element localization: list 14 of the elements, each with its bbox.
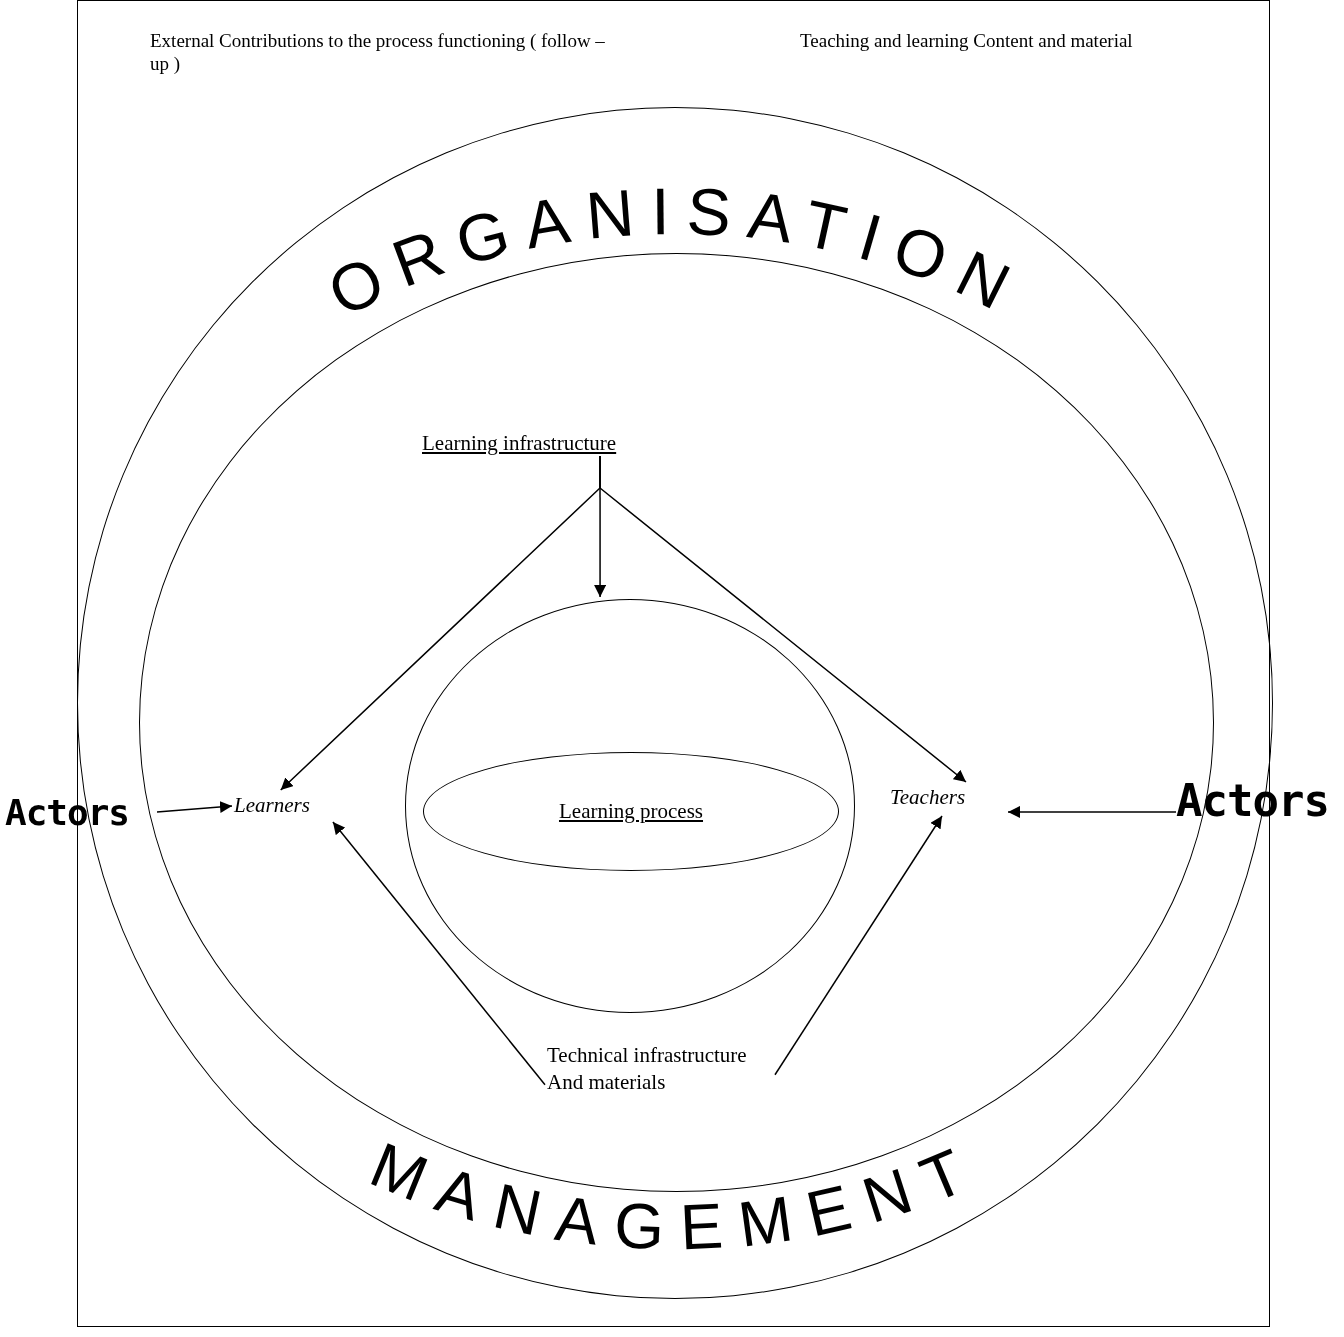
arrow — [332, 821, 546, 1086]
arrow — [774, 815, 943, 1076]
infrastructure-label: Learning infrastructure — [422, 430, 657, 458]
note-text: Teaching and learning Content and material — [800, 30, 1134, 53]
ring-label: MANAGEMENT — [360, 1128, 992, 1264]
process-ellipse — [423, 752, 839, 871]
arrow — [156, 801, 233, 813]
process-label: Learning process — [559, 797, 703, 825]
learners-label: Learners — [234, 792, 350, 824]
infrastructure-label: Technical infrastructure And materials — [547, 1042, 777, 1098]
note-text: External Contributions to the process functioning ( follow –up ) — [150, 30, 606, 76]
arrow — [1007, 805, 1177, 818]
teachers-label: Teachers — [890, 784, 1010, 818]
arrow — [599, 455, 967, 783]
